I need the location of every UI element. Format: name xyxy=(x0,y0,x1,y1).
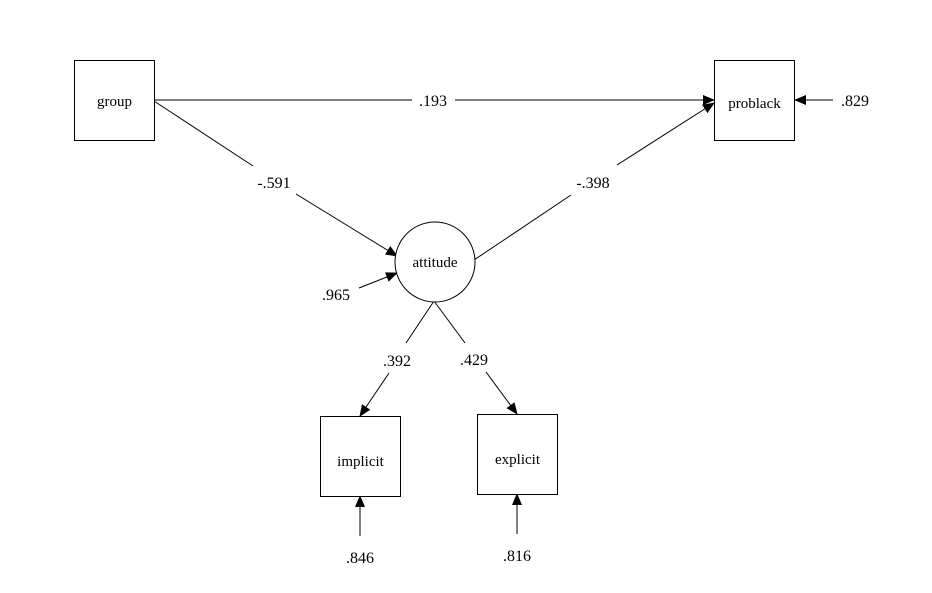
node-implicit[interactable]: implicit xyxy=(320,416,401,497)
coef-group-attitude: -.591 xyxy=(257,175,290,192)
residual-attitude-label: .965 xyxy=(322,287,350,304)
residual-explicit-label: .816 xyxy=(503,548,531,565)
node-explicit[interactable]: explicit xyxy=(477,414,558,495)
coef-attitude-implicit: .392 xyxy=(383,353,411,370)
node-problack-box xyxy=(714,60,795,141)
node-problack-label: problack xyxy=(728,96,781,112)
node-explicit-label: explicit xyxy=(495,452,541,468)
residual-problack-label: .829 xyxy=(841,93,869,110)
node-group[interactable]: group xyxy=(74,60,155,141)
coef-attitude-problack: -.398 xyxy=(576,175,609,192)
node-attitude-label: attitude xyxy=(413,255,458,271)
node-problack[interactable]: problack xyxy=(714,60,795,141)
node-attitude-circle xyxy=(394,221,476,303)
residual-attitude-arrow xyxy=(358,272,398,289)
coef-attitude-explicit: .429 xyxy=(460,352,488,369)
path-attitude-implicit-top xyxy=(405,300,435,344)
node-implicit-label: implicit xyxy=(337,454,384,470)
paths xyxy=(153,95,833,536)
path-attitude-explicit-bottom xyxy=(485,371,518,415)
path-attitude-problack-bottom xyxy=(473,194,572,261)
node-group-label: group xyxy=(97,94,132,110)
path-attitude-implicit-bottom xyxy=(359,372,390,417)
path-attitude-problack-top xyxy=(616,102,715,166)
path-group-attitude-top xyxy=(153,100,254,167)
coef-group-problack: .193 xyxy=(419,93,447,110)
path-group-attitude-bottom xyxy=(295,193,398,257)
node-explicit-box xyxy=(477,414,558,495)
node-implicit-box xyxy=(320,416,401,497)
node-group-box xyxy=(74,60,155,141)
residual-implicit-label: .846 xyxy=(346,550,374,567)
path-attitude-explicit-top xyxy=(433,300,466,344)
node-attitude[interactable]: attitude xyxy=(394,221,476,303)
